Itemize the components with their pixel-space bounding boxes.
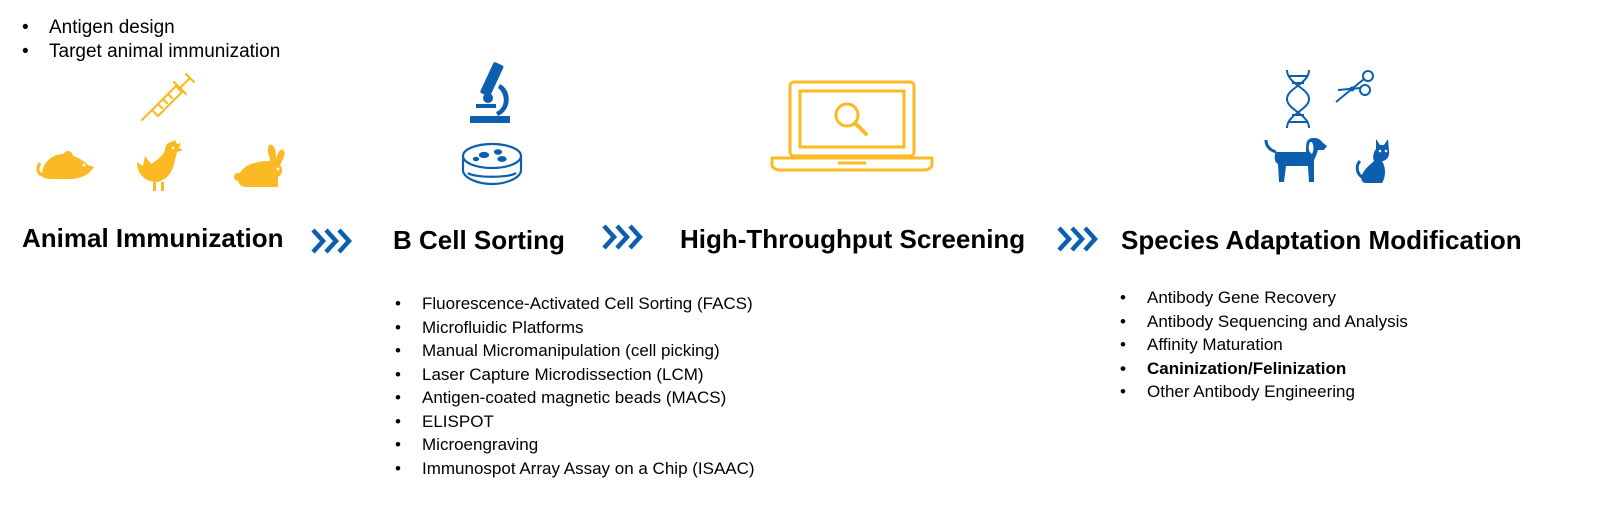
intro-bullet-list: Antigen design Target animal immunizatio… [22,16,280,64]
intro-bullet: Antigen design [22,16,280,40]
stage-title-high-throughput-screening: High-Throughput Screening [680,224,1026,254]
stage-title-animal-immunization: Animal Immunization [22,223,284,253]
list-item: Other Antibody Engineering [1120,380,1408,404]
syringe-icon [138,66,198,124]
list-item: Laser Capture Microdissection (LCM) [395,363,755,387]
cat-icon [1352,137,1392,185]
list-item: Antibody Gene Recovery [1120,286,1408,310]
list-item: Antibody Sequencing and Analysis [1120,310,1408,334]
petri-dish-icon [460,140,524,188]
list-item: ELISPOT [395,410,755,434]
b-cell-methods-list: Fluorescence-Activated Cell Sorting (FAC… [395,292,755,480]
stage-title-b-cell-sorting: B Cell Sorting [393,225,565,255]
dna-icon [1283,68,1313,130]
list-item: Microengraving [395,433,755,457]
list-item: Fluorescence-Activated Cell Sorting (FAC… [395,292,755,316]
triple-chevron-right-icon [1056,225,1098,253]
mouse-icon [34,145,96,187]
scissors-icon [1332,68,1376,110]
list-item: Immunospot Array Assay on a Chip (ISAAC) [395,457,755,481]
rabbit-icon [234,143,290,191]
stage-title-species-adaptation: Species Adaptation Modification [1121,225,1522,255]
list-item: Microfluidic Platforms [395,316,755,340]
list-item: Manual Micromanipulation (cell picking) [395,339,755,363]
laptop-search-icon [770,80,934,172]
adaptation-items-list: Antibody Gene Recovery Antibody Sequenci… [1120,286,1408,404]
microscope-icon [466,60,516,126]
dog-icon [1264,136,1328,184]
triple-chevron-right-icon [601,223,643,251]
chicken-icon [133,138,187,194]
list-item: Antigen-coated magnetic beads (MACS) [395,386,755,410]
intro-bullet: Target animal immunization [22,40,280,64]
list-item: Affinity Maturation [1120,333,1408,357]
triple-chevron-right-icon [310,227,352,255]
list-item-highlighted: Caninization/Felinization [1120,357,1408,381]
